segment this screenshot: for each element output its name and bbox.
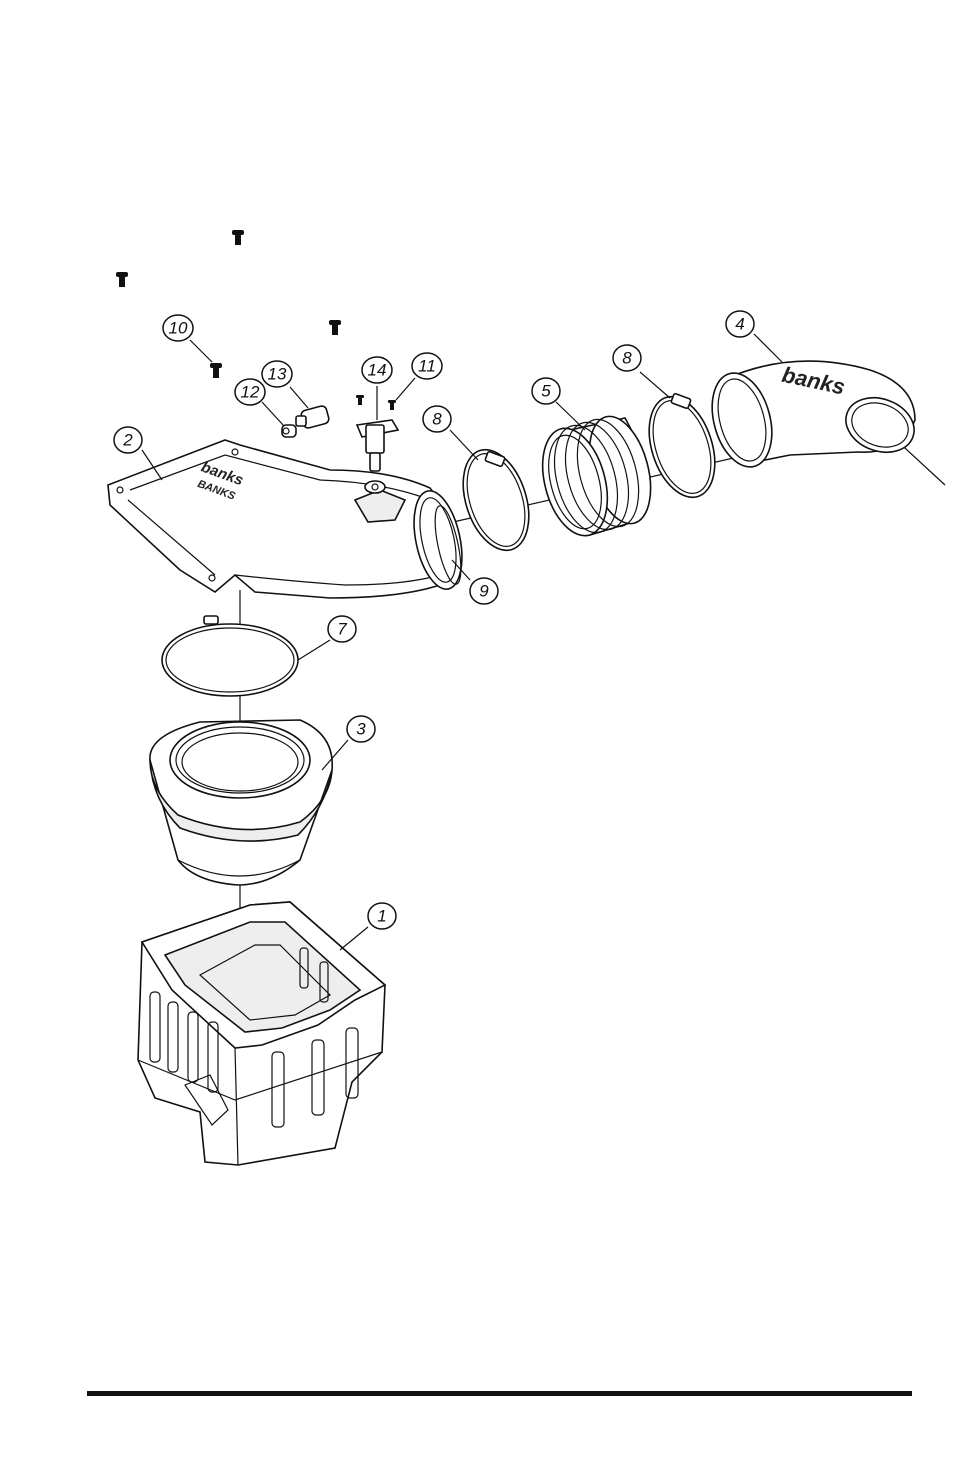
- small-screw-icon: [388, 400, 396, 410]
- callout-1: 1: [368, 903, 396, 929]
- callout-10: 10: [163, 315, 193, 341]
- callout-8-right: 8: [613, 345, 641, 371]
- screw-icon: [210, 363, 222, 378]
- callout-12: 12: [235, 379, 265, 405]
- footer-rule: [87, 1391, 912, 1396]
- svg-text:14: 14: [368, 361, 387, 380]
- svg-text:2: 2: [122, 431, 133, 450]
- svg-text:3: 3: [356, 720, 366, 739]
- callout-7: 7: [328, 616, 356, 642]
- callout-11: 11: [412, 353, 442, 379]
- svg-text:4: 4: [735, 315, 744, 334]
- airbox-part-1: [138, 902, 385, 1165]
- svg-text:9: 9: [479, 582, 489, 601]
- elbow-tube-part-4: banks: [703, 361, 922, 474]
- svg-text:5: 5: [541, 382, 551, 401]
- svg-text:8: 8: [432, 410, 442, 429]
- callout-14: 14: [362, 357, 392, 383]
- callout-13: 13: [262, 361, 292, 387]
- svg-text:10: 10: [169, 319, 188, 338]
- callout-5: 5: [532, 378, 560, 404]
- svg-text:13: 13: [268, 365, 287, 384]
- air-filter-part-3: [150, 720, 332, 885]
- sensor-part-14: [357, 420, 398, 471]
- plug-part-12: [282, 425, 296, 437]
- callout-2: 2: [114, 427, 142, 453]
- screw-icon: [232, 230, 244, 245]
- callout-9: 9: [470, 578, 498, 604]
- callout-4: 4: [726, 311, 754, 337]
- svg-text:11: 11: [418, 357, 436, 376]
- svg-text:1: 1: [377, 907, 386, 926]
- svg-text:7: 7: [337, 620, 347, 639]
- bellows-coupler-part-5: [532, 410, 661, 543]
- airbox-lid-part-2: banks BANKS: [108, 440, 470, 598]
- fitting-part-13: [296, 405, 330, 429]
- small-screw-icon: [356, 395, 364, 405]
- svg-text:12: 12: [241, 383, 260, 402]
- svg-text:8: 8: [622, 349, 632, 368]
- hose-clamp-part-8-left: [451, 441, 540, 558]
- clamp-ring-part-7: [162, 616, 298, 696]
- callout-8-left: 8: [423, 406, 451, 432]
- screw-icon: [329, 320, 341, 335]
- screw-icon: [116, 272, 128, 287]
- callout-3: 3: [347, 716, 375, 742]
